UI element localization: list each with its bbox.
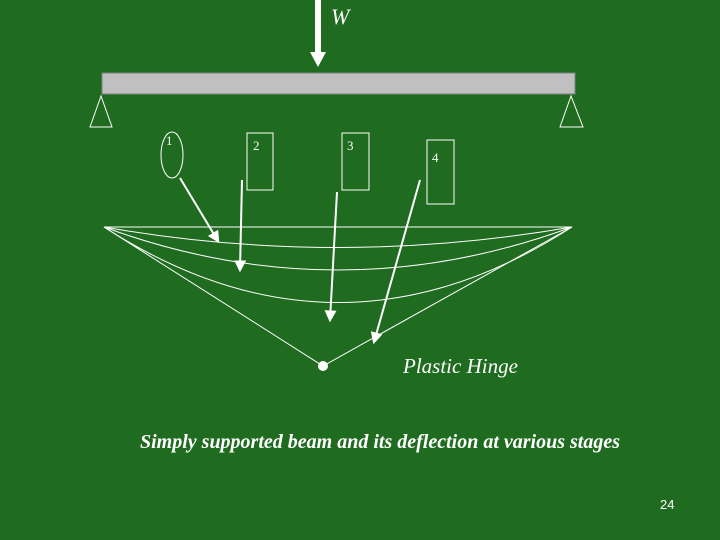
stage-label-4: 4 [432, 150, 439, 165]
stage-2-marker [246, 132, 274, 191]
stage-4-arrow [370, 179, 421, 345]
load-label: W [331, 4, 350, 29]
slide-caption: Simply supported beam and its deflection… [139, 431, 620, 453]
right-support [559, 94, 584, 128]
stage-label-2: 2 [253, 138, 260, 153]
stage-label-3: 3 [347, 138, 354, 153]
beam [101, 72, 576, 95]
stage-1-marker [160, 131, 184, 179]
deflection-curve-3 [103, 226, 573, 303]
page-number: 24 [660, 497, 675, 512]
plastic-hinge-dot [318, 361, 328, 371]
stage-1-arrow [179, 177, 220, 244]
stage-3-marker [341, 132, 370, 191]
left-support [89, 94, 113, 128]
stage-4-marker [426, 139, 455, 205]
stage-3-arrow [324, 191, 338, 323]
plastic-hinge-label: Plastic Hinge [403, 354, 518, 378]
deflection-curve-2 [103, 226, 573, 271]
stage-2-arrow [234, 179, 247, 273]
deflection-curve-1 [103, 226, 573, 248]
stage-label-1: 1 [166, 133, 173, 148]
load-arrow [310, 0, 326, 67]
